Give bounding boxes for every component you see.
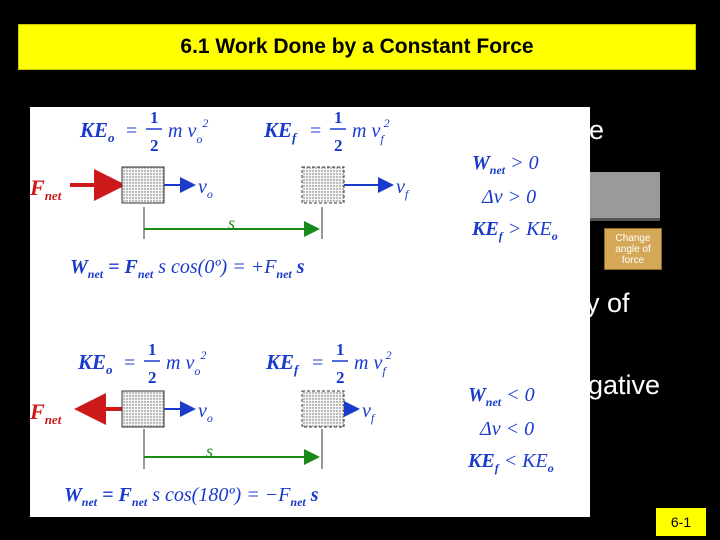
- top-block-initial: [121, 166, 165, 204]
- change-angle-button[interactable]: Change angle of force: [604, 228, 662, 270]
- bottom-conditions: Wnet < 0 Δv < 0 KEf < KEo: [467, 384, 554, 475]
- bottom-ke-o-formula: KEo = 1 2 m vo2: [77, 340, 206, 387]
- bottom-s-label: s: [206, 441, 213, 461]
- svg-text:=: =: [312, 352, 323, 374]
- physics-diagram: KEo = 1 2 m vo2 KEf = 1 2 m vf2 Fnet vo …: [29, 108, 558, 509]
- slide-title: 6.1 Work Done by a Constant Force: [180, 35, 534, 58]
- svg-text:2: 2: [148, 368, 157, 387]
- top-force-label: Fnet: [30, 175, 62, 203]
- top-conditions: Wnet > 0 Δv > 0 KEf > KEo: [471, 152, 558, 243]
- top-s-label: s: [228, 213, 235, 233]
- slide-number-badge: 6-1: [656, 508, 706, 536]
- bottom-ke-f-formula: KEf = 1 2 m vf2: [265, 340, 392, 387]
- svg-text:2: 2: [150, 136, 159, 155]
- bg-text-line2: y of: [586, 288, 630, 318]
- svg-text:Δv < 0: Δv < 0: [479, 418, 534, 440]
- svg-text:KEf > KEo: KEf > KEo: [471, 218, 558, 243]
- top-block-final: [301, 166, 345, 204]
- svg-text:1: 1: [150, 108, 159, 127]
- top-vo-label: vo: [198, 176, 213, 201]
- top-work-equation: Wnet = Fnet s cos(0º) = +Fnet s: [70, 256, 305, 281]
- svg-text:Wnet > 0: Wnet > 0: [472, 152, 539, 177]
- svg-text:2: 2: [334, 136, 343, 155]
- svg-text:1: 1: [336, 340, 345, 359]
- svg-text:m vo2: m vo2: [168, 116, 208, 146]
- bottom-block-final: [301, 390, 345, 428]
- svg-text:KEo: KEo: [79, 118, 115, 145]
- bottom-vo-label: vo: [198, 400, 213, 425]
- bottom-force-label: Fnet: [30, 399, 62, 427]
- bg-text-line3: gative: [588, 370, 661, 400]
- slide-number: 6-1: [670, 514, 692, 530]
- change-angle-label: Change angle of force: [615, 232, 651, 266]
- svg-text:m vf2: m vf2: [352, 116, 390, 146]
- svg-text:=: =: [124, 352, 135, 374]
- svg-text:KEf: KEf: [265, 350, 300, 377]
- svg-text:1: 1: [334, 108, 343, 127]
- svg-text:Wnet < 0: Wnet < 0: [468, 384, 535, 409]
- svg-text:=: =: [126, 120, 137, 142]
- top-vf-label: vf: [396, 176, 410, 201]
- svg-text:=: =: [310, 120, 321, 142]
- svg-text:KEo: KEo: [77, 350, 113, 377]
- bottom-block-initial: [121, 390, 165, 428]
- physics-diagram-panel: KEo = 1 2 m vo2 KEf = 1 2 m vf2 Fnet vo …: [29, 107, 590, 517]
- bottom-work-equation: Wnet = Fnet s cos(180º) = −Fnet s: [64, 484, 319, 509]
- top-ke-f-formula: KEf = 1 2 m vf2: [263, 108, 390, 155]
- bottom-vf-label: vf: [362, 400, 376, 425]
- top-ke-o-formula: KEo = 1 2 m vo2: [79, 108, 208, 155]
- svg-text:KEf: KEf: [263, 118, 298, 145]
- svg-text:Δv > 0: Δv > 0: [481, 186, 536, 208]
- svg-text:KEf < KEo: KEf < KEo: [467, 450, 554, 475]
- svg-text:m vf2: m vf2: [354, 348, 392, 378]
- svg-text:2: 2: [336, 368, 345, 387]
- svg-text:1: 1: [148, 340, 157, 359]
- slide-title-box: 6.1 Work Done by a Constant Force: [18, 24, 696, 70]
- svg-text:m vo2: m vo2: [166, 348, 206, 378]
